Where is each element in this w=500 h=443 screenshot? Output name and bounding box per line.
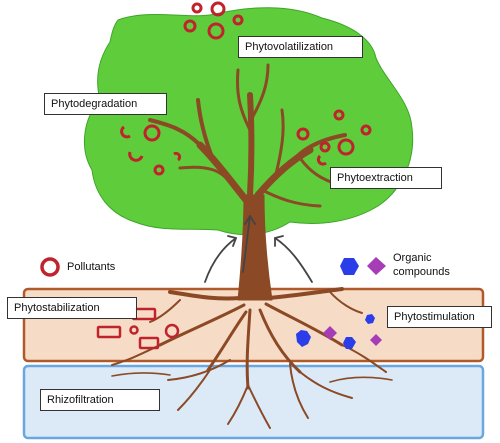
pollutant-ring <box>232 14 244 26</box>
tree-roots <box>111 287 393 429</box>
canopy-pollutants <box>120 1 372 176</box>
pollutant-arc <box>173 151 182 162</box>
soil-pollutants <box>96 307 180 350</box>
pollutant-ring <box>191 2 203 14</box>
pollutant-arc <box>128 151 144 162</box>
pollutant-ring <box>337 138 355 156</box>
organic-compounds-legend-line1: Organic <box>393 252 432 264</box>
pollutant-ring <box>210 1 226 17</box>
organic-compounds-legend-line2: compounds <box>393 266 450 278</box>
phytoextraction-label: Phytoextraction <box>330 167 442 189</box>
diamond-icon <box>367 257 386 275</box>
pollutant-ring <box>183 19 197 33</box>
pollutant-ring <box>207 22 225 40</box>
diamond-icon <box>323 326 337 340</box>
hexagon-icon <box>365 314 375 324</box>
upward-flow-arrows <box>204 215 313 283</box>
diamond-icon <box>370 334 382 346</box>
pollutant-ring <box>153 164 165 176</box>
pollutants-legend-icon <box>40 257 60 277</box>
rhizofiltration-label: Rhizofiltration <box>40 389 160 411</box>
phytovolatilization-label: Phytovolatilization <box>238 36 363 58</box>
hexagon-icon <box>296 330 311 347</box>
pollutants-legend-label: Pollutants <box>67 261 116 273</box>
water-layer <box>22 364 485 440</box>
phytodegradation-label: Phytodegradation <box>44 93 167 115</box>
pollutant-ring <box>360 124 372 136</box>
pollutant-ring <box>164 323 180 339</box>
pollutant-ring <box>143 124 161 142</box>
soil-organic-compounds <box>296 314 382 349</box>
pollutant-block <box>138 336 160 350</box>
phytostimulation-label: Phytostimulation <box>387 306 492 328</box>
pollutant-ring <box>129 325 139 335</box>
pollutant-ring <box>333 109 345 121</box>
pollutant-arc <box>316 154 327 166</box>
pollutant-arc <box>120 125 131 139</box>
pollutant-ring <box>319 141 331 153</box>
pollutant-block <box>96 325 122 339</box>
tree-trunk <box>148 63 347 301</box>
hexagon-icon <box>343 337 356 349</box>
hexagon-icon <box>340 258 359 275</box>
phytostabilization-label: Phytostabilization <box>7 297 137 319</box>
pollutant-ring <box>296 127 310 141</box>
